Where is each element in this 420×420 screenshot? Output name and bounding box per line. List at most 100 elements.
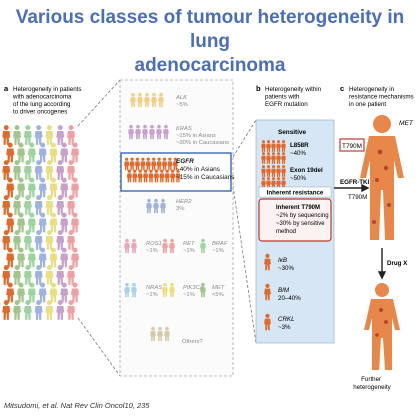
exon19-label: Exon 19del <box>290 167 323 174</box>
oncogene-frequency: ~40% in Asians <box>176 166 220 173</box>
l858r-label: L858R <box>290 142 309 149</box>
inherent-resistance-banner <box>258 186 332 198</box>
patient-person-icon <box>23 160 32 180</box>
patient-person-icon <box>71 282 80 303</box>
patient-person-icon <box>6 247 15 268</box>
met-label: MET <box>399 120 414 127</box>
patient-person-icon <box>34 195 43 215</box>
oncogene-label: NRAS~1% <box>146 285 162 298</box>
title-line-1: Various classes of tumour heterogeneity … <box>15 7 405 52</box>
crkl-label: CRKL <box>278 316 295 323</box>
oncogene-frequency: ~15% in Asians <box>176 133 216 139</box>
panel-c-heading-line: Heterogeneity in <box>349 86 395 93</box>
oncogene-group-braf: BRAF~1% <box>200 238 228 254</box>
patient-person-icon <box>17 247 26 268</box>
further-line: heterogeneity <box>353 384 391 391</box>
patient-person-icon <box>67 160 76 180</box>
oncogene-frequency: ~30% in Caucasians <box>176 140 229 146</box>
oncogene-frequency: <5% <box>212 292 224 298</box>
oncogene-name: RET <box>183 241 195 247</box>
patient-person-icon <box>17 282 26 303</box>
oncogene-label: ALK~5% <box>175 95 188 108</box>
patient-person-icon <box>6 212 15 233</box>
oncogene-name: MET <box>212 285 225 291</box>
patient-person-icon <box>49 282 58 303</box>
patient-person-icon <box>23 195 32 215</box>
patient-person-icon <box>34 160 43 180</box>
oncogene-group-kras: KRAS~15% in Asians~30% in Caucasians <box>128 124 229 146</box>
patient-person-icon <box>2 300 11 320</box>
patient-person-icon <box>38 212 47 233</box>
panel-c-heading: Heterogeneity in resistance mechanisms i… <box>349 86 415 108</box>
oncogene-name: ROS1 <box>146 241 162 247</box>
driver-oncogene-panel <box>119 79 234 377</box>
tumour-spots <box>372 149 391 224</box>
patient-person-icon <box>17 142 26 163</box>
oncogene-frequency: 3% <box>176 206 184 212</box>
l858r-text: L858R ~40% <box>290 142 310 157</box>
patient-person-icon <box>45 265 54 285</box>
oncogene-label: PIK3CA~1% <box>183 285 204 298</box>
oncogene-frequency: ~5% <box>176 102 188 108</box>
patient-person-icon <box>2 230 11 250</box>
oncogene-groups: ALK~5% KRAS~15% in Asians~30% in Caucasia… <box>120 92 234 345</box>
further-patient-figure <box>364 283 400 370</box>
l858r-value: ~40% <box>290 150 306 157</box>
oncogene-label: ROS1~1% <box>146 241 162 254</box>
oncogene-group-met: MET<5% <box>200 282 225 298</box>
patient-person-icon <box>34 125 43 145</box>
further-heterogeneity-text: Further heterogeneity <box>353 376 391 391</box>
panel-b-heading: Heterogeneity within patients with EGFR … <box>265 86 323 108</box>
patient-person-icon <box>13 160 22 180</box>
bim-value: 20–40% <box>278 295 301 302</box>
further-tumour-spots <box>375 308 388 337</box>
patient-person-icon <box>71 247 80 268</box>
further-line: Further <box>361 376 381 383</box>
oncogene-name: NRAS <box>146 285 162 291</box>
oncogene-label: MET<5% <box>212 285 225 298</box>
patient-person-icon <box>27 177 36 198</box>
oncogene-name: HER2 <box>176 199 192 205</box>
panel-b-letter: b <box>256 84 261 93</box>
patient-person-icon <box>71 212 80 233</box>
patient-person-icon <box>49 142 58 163</box>
patient-person-icon <box>38 177 47 198</box>
panel-b-heading-line: patients with <box>265 94 300 101</box>
panel-a-heading-line: Heterogeneity in patients <box>13 86 81 93</box>
patient-person-icon <box>6 282 15 303</box>
oncogene-frequency: Others? <box>182 339 203 345</box>
patient-person-icon <box>13 300 22 320</box>
crkl-value: ~3% <box>278 324 291 331</box>
t790m-text: Inherent T790M ~2% by sequencing ~30% by… <box>276 205 330 235</box>
bim-text: BIM 20–40% <box>278 287 301 302</box>
oncogene-group-nras: NRAS~1% <box>124 282 162 298</box>
inherent-resistance-label: Inherent resistance <box>267 190 324 197</box>
patient-person-icon <box>56 160 65 180</box>
ikb-label: IκB <box>278 257 287 264</box>
patient-person-icon <box>56 230 65 250</box>
patient-person-icon <box>27 282 36 303</box>
citation: Mitsudomi, et al. Nat Rev Clin Oncol10, … <box>4 401 150 410</box>
patient-person-icon <box>38 142 47 163</box>
patient-person-icon <box>60 142 69 163</box>
panel-c-heading-line: resistance mechanisms <box>349 94 414 101</box>
panel-c-letter: c <box>340 84 344 93</box>
bim-label: BIM <box>278 287 290 294</box>
oncogene-name: BRAF <box>212 241 228 247</box>
patient-person-icon <box>45 300 54 320</box>
patient-person-icon <box>71 142 80 163</box>
oncogene-frequency: ~1% <box>212 248 224 254</box>
panel-b-heading-line: EGFR mutation <box>265 101 308 108</box>
oncogene-group-others: Others? <box>150 326 203 345</box>
patient-person-icon <box>38 282 47 303</box>
panel-a-letter: a <box>4 84 9 93</box>
t790m-line: ~2% by sequencing <box>276 213 329 219</box>
patient-person-icon <box>45 195 54 215</box>
oncogene-group-alk: ALK~5% <box>130 92 188 108</box>
patient-person-icon <box>67 300 76 320</box>
panel-a-heading-line: with adenocarcinoma <box>12 94 72 101</box>
title-line-2: adenocarcinoma <box>134 55 286 76</box>
drug-x-label: Drug X <box>387 260 408 267</box>
